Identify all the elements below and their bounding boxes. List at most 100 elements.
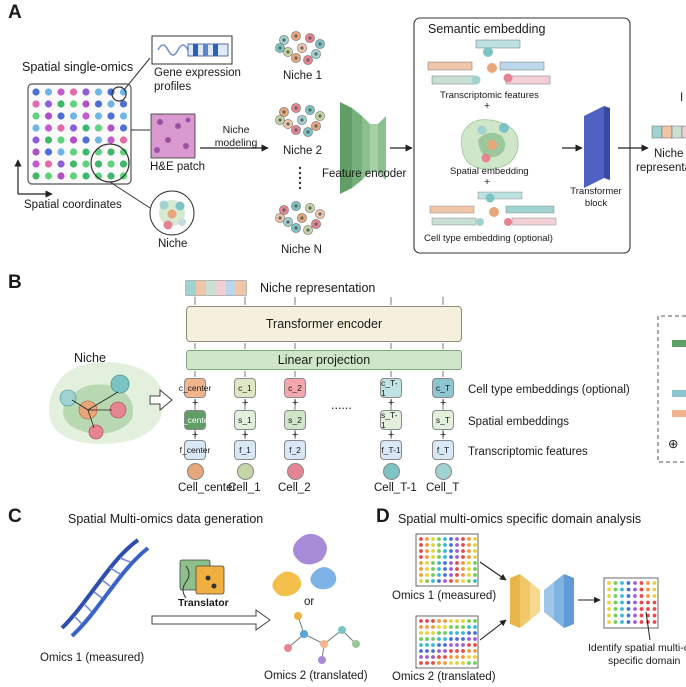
legend-swatch-teal: [672, 390, 686, 397]
niche-representation-label: Niche representation: [260, 281, 376, 295]
token-c-center: c_center: [179, 378, 211, 398]
transformer-label-2: block: [584, 198, 608, 209]
niche-representation-bar: [185, 280, 247, 296]
token-s-t: s_T: [432, 410, 454, 430]
cell-icon: [187, 463, 204, 480]
cell-label: Cell_2: [278, 482, 311, 494]
plus-sign: +: [242, 397, 249, 409]
cell-type-embeddings-label: Cell type embeddings (optional): [468, 384, 630, 396]
plus-sign-a2: +: [484, 176, 491, 188]
plus-sign-a1: +: [484, 100, 491, 112]
niche-cell-clusters: [275, 31, 325, 235]
gene-bar: [187, 43, 229, 57]
spatial-single-omics-label: Spatial single-omics: [22, 60, 134, 74]
translator-label: Translator: [178, 597, 229, 609]
domain-pointer-line: [645, 611, 651, 641]
legend-swatch-green: [672, 340, 686, 347]
omics2-dot-grid: [419, 619, 477, 665]
tissue-grid-frame: [27, 83, 132, 185]
panel-c-letter: C: [8, 506, 22, 527]
panel-b-letter: B: [8, 272, 22, 293]
niche-rep-label-1: Niche: [654, 148, 684, 160]
transformer-block-shape: [584, 106, 604, 188]
panel-d-title: Spatial multi-omics specific domain anal…: [398, 512, 642, 526]
cell-icon: [383, 463, 400, 480]
legend-plus-symbol: ⊕: [668, 437, 679, 451]
token-f-1: f_1: [234, 440, 256, 460]
token-s-t-1: s_T-1: [380, 410, 402, 430]
linear-projection-box: Linear projection: [186, 350, 462, 370]
plus-sign: +: [242, 429, 249, 441]
niche-rep-label-2: representa: [636, 162, 686, 174]
niche-label-b: Niche: [74, 351, 106, 365]
omics2-label-c: Omics 2 (translated): [264, 670, 368, 682]
omics2-to-model-arrow: [479, 619, 507, 641]
cell-label: Cell_T: [426, 482, 460, 494]
plus-sign: +: [388, 429, 395, 441]
token-ellipsis: ......: [331, 398, 352, 412]
gene-highlight-circle: [111, 86, 127, 102]
panel-d-letter: D: [376, 506, 390, 527]
molecule-network: [287, 615, 357, 661]
he-patch-label: H&E patch: [150, 161, 205, 173]
token-s-2: s_2: [284, 410, 306, 430]
identify-domain-label-2: specific domain: [608, 655, 681, 667]
niche-1-label: Niche 1: [283, 70, 322, 82]
legend-dashed-box: [657, 315, 686, 463]
translation-hollow-arrow: [151, 609, 271, 631]
omics1-dot-grid: [419, 537, 477, 583]
gene-expression-label: Gene expression: [154, 67, 241, 79]
token-c-t-1: c_T-1: [380, 378, 402, 398]
cell-icon: [435, 463, 452, 480]
spatial-embeddings-label: Spatial embeddings: [468, 416, 570, 428]
plus-sign: +: [292, 397, 299, 409]
token-f-center: f_center: [180, 440, 210, 460]
token-c-1: c_1: [234, 378, 256, 398]
plus-sign: +: [192, 429, 199, 441]
transcriptomic-features-label-a: Transcriptomic features: [440, 90, 539, 101]
niche-2-label: Niche 2: [283, 145, 322, 157]
omics1-to-model-arrow: [479, 561, 507, 581]
protein-blobs: [272, 533, 337, 597]
niche-n-label: Niche N: [281, 244, 322, 256]
molecule-nodes: [284, 612, 360, 664]
plus-sign: +: [440, 429, 447, 441]
niche-rep-bar-cut: [651, 125, 686, 139]
dna-helix-illustration: [60, 538, 150, 638]
linear-projection-label: Linear projection: [277, 353, 371, 367]
spatial-embedding-label: Spatial embedding: [450, 166, 529, 177]
cell-label: Cell_T-1: [374, 482, 417, 494]
cell-type-embedding-bars: [429, 191, 557, 226]
omics1-label-c: Omics 1 (measured): [40, 652, 145, 664]
token-f-t-1: f_T-1: [380, 440, 402, 460]
feature-encoder-shape: [340, 102, 386, 194]
token-f-2: f_2: [284, 440, 306, 460]
plus-sign: +: [292, 429, 299, 441]
token-s-center: s_center: [179, 410, 211, 430]
feature-encoder-label: Feature encoder: [322, 168, 407, 180]
plus-sign: +: [388, 397, 395, 409]
vertical-ellipsis: [298, 166, 302, 190]
domain-map-frame: [603, 577, 659, 629]
niche-hollow-arrow: [149, 388, 173, 412]
or-label: or: [304, 596, 315, 608]
cell-icon: [237, 463, 254, 480]
transformer-label-1: Transformer: [570, 186, 622, 197]
legend-swatch-orange: [672, 410, 686, 417]
domain-model-shape: [510, 574, 574, 628]
transformer-encoder-box: Transformer encoder: [186, 306, 462, 342]
plus-sign: +: [440, 397, 447, 409]
gene-connector: [123, 57, 151, 91]
transformer-encoder-label: Transformer encoder: [265, 317, 383, 331]
omics1-map-frame: [415, 533, 479, 587]
dna-icon: [157, 44, 189, 56]
omics1-label-d: Omics 1 (measured): [392, 590, 497, 602]
token-c-2: c_2: [284, 378, 306, 398]
cell-icon: [287, 463, 304, 480]
panel-c-title: Spatial Multi-omics data generation: [68, 512, 264, 526]
niche-modeling-label-1: Niche: [222, 124, 250, 136]
spatial-coordinates-label: Spatial coordinates: [24, 199, 122, 211]
cell-label: Cell_center: [178, 482, 237, 494]
token-f-t: f_T: [432, 440, 454, 460]
